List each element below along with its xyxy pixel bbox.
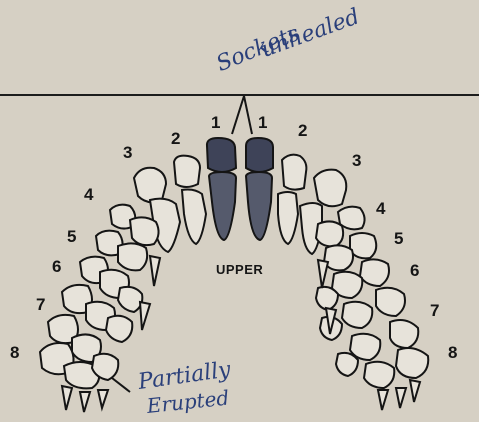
pointer-line-bottom bbox=[112, 378, 130, 392]
tooth-number-right-1: 1 bbox=[258, 114, 267, 131]
tooth-number-right-6: 6 bbox=[410, 262, 419, 279]
tooth-cluster-right bbox=[316, 207, 428, 388]
pointer-lines bbox=[232, 96, 252, 134]
tooth-number-left-5: 5 bbox=[67, 228, 76, 245]
tooth-number-right-7: 7 bbox=[430, 302, 439, 319]
tooth-number-left-1: 1 bbox=[211, 114, 220, 131]
tooth-number-left-7: 7 bbox=[36, 296, 45, 313]
tooth-central-incisor-right bbox=[246, 138, 273, 240]
tooth-number-left-4: 4 bbox=[84, 186, 93, 203]
jaw-label: UPPER bbox=[216, 262, 263, 277]
tooth-number-left-2: 2 bbox=[171, 130, 180, 147]
tooth-number-right-8: 8 bbox=[448, 344, 457, 361]
tooth-number-left-8: 8 bbox=[10, 344, 19, 361]
tooth-number-right-3: 3 bbox=[352, 152, 361, 169]
tooth-number-right-5: 5 bbox=[394, 230, 403, 247]
tooth-central-incisor-left bbox=[207, 138, 236, 240]
tooth-number-right-4: 4 bbox=[376, 200, 385, 217]
tooth-cluster-left bbox=[40, 205, 159, 389]
tooth-number-left-6: 6 bbox=[52, 258, 61, 275]
tooth-number-right-2: 2 bbox=[298, 122, 307, 139]
tooth-number-left-3: 3 bbox=[123, 144, 132, 161]
